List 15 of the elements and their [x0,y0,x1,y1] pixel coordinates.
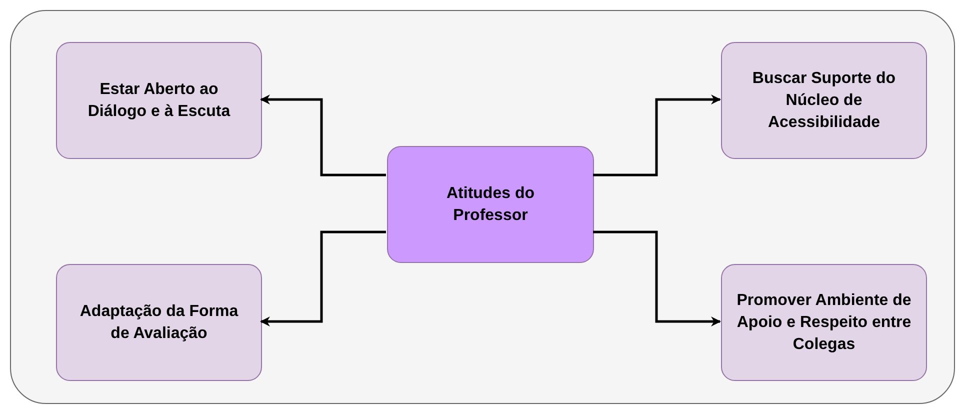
box-label: Adaptação da Forma de Avaliação [78,302,240,344]
process-box [387,146,594,263]
process-box [56,264,262,381]
process-box [721,264,927,381]
box-label: Promover Ambiente de Apoio e Respeito entre Colegas [736,290,912,354]
arrow [593,94,721,176]
arrow [260,94,386,176]
container-box [10,10,955,404]
box-label: Estar Aberto ao Diálogo e à Escuta [86,80,232,122]
arrow [593,230,721,326]
box-label: Buscar Suporte do Núcleo de Acessibilidade [751,68,897,132]
process-box [721,42,927,159]
arrow [260,230,386,326]
process-box [56,42,262,159]
box-label: Atitudes do Professor [446,184,536,226]
